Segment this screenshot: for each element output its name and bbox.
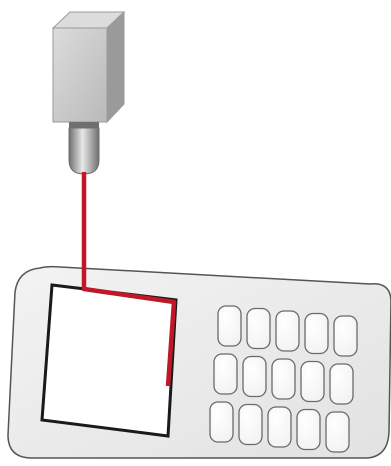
phone-key [296,408,321,451]
camera-icon [51,10,126,175]
phone-key [271,358,296,400]
camera-lens [68,127,100,175]
phone-key [217,305,242,347]
camera-side-face [106,10,125,124]
mobile-phone-icon [7,265,391,459]
phone-key [242,355,267,398]
phone-key [333,315,358,357]
phone-key [304,312,329,355]
phone-key [329,363,354,405]
phone-key [213,353,238,395]
phone-screen [40,283,178,438]
camera-lens-collar [69,122,99,132]
phone-key [209,401,234,443]
phone-key [246,307,271,350]
phone-key [300,360,325,403]
phone-key [325,411,350,453]
camera-front-face [52,27,108,123]
phone-keypad [209,305,358,453]
phone-key [267,406,292,448]
phone-key [275,310,300,352]
cable-icon [81,172,177,387]
phone-key [238,403,263,446]
